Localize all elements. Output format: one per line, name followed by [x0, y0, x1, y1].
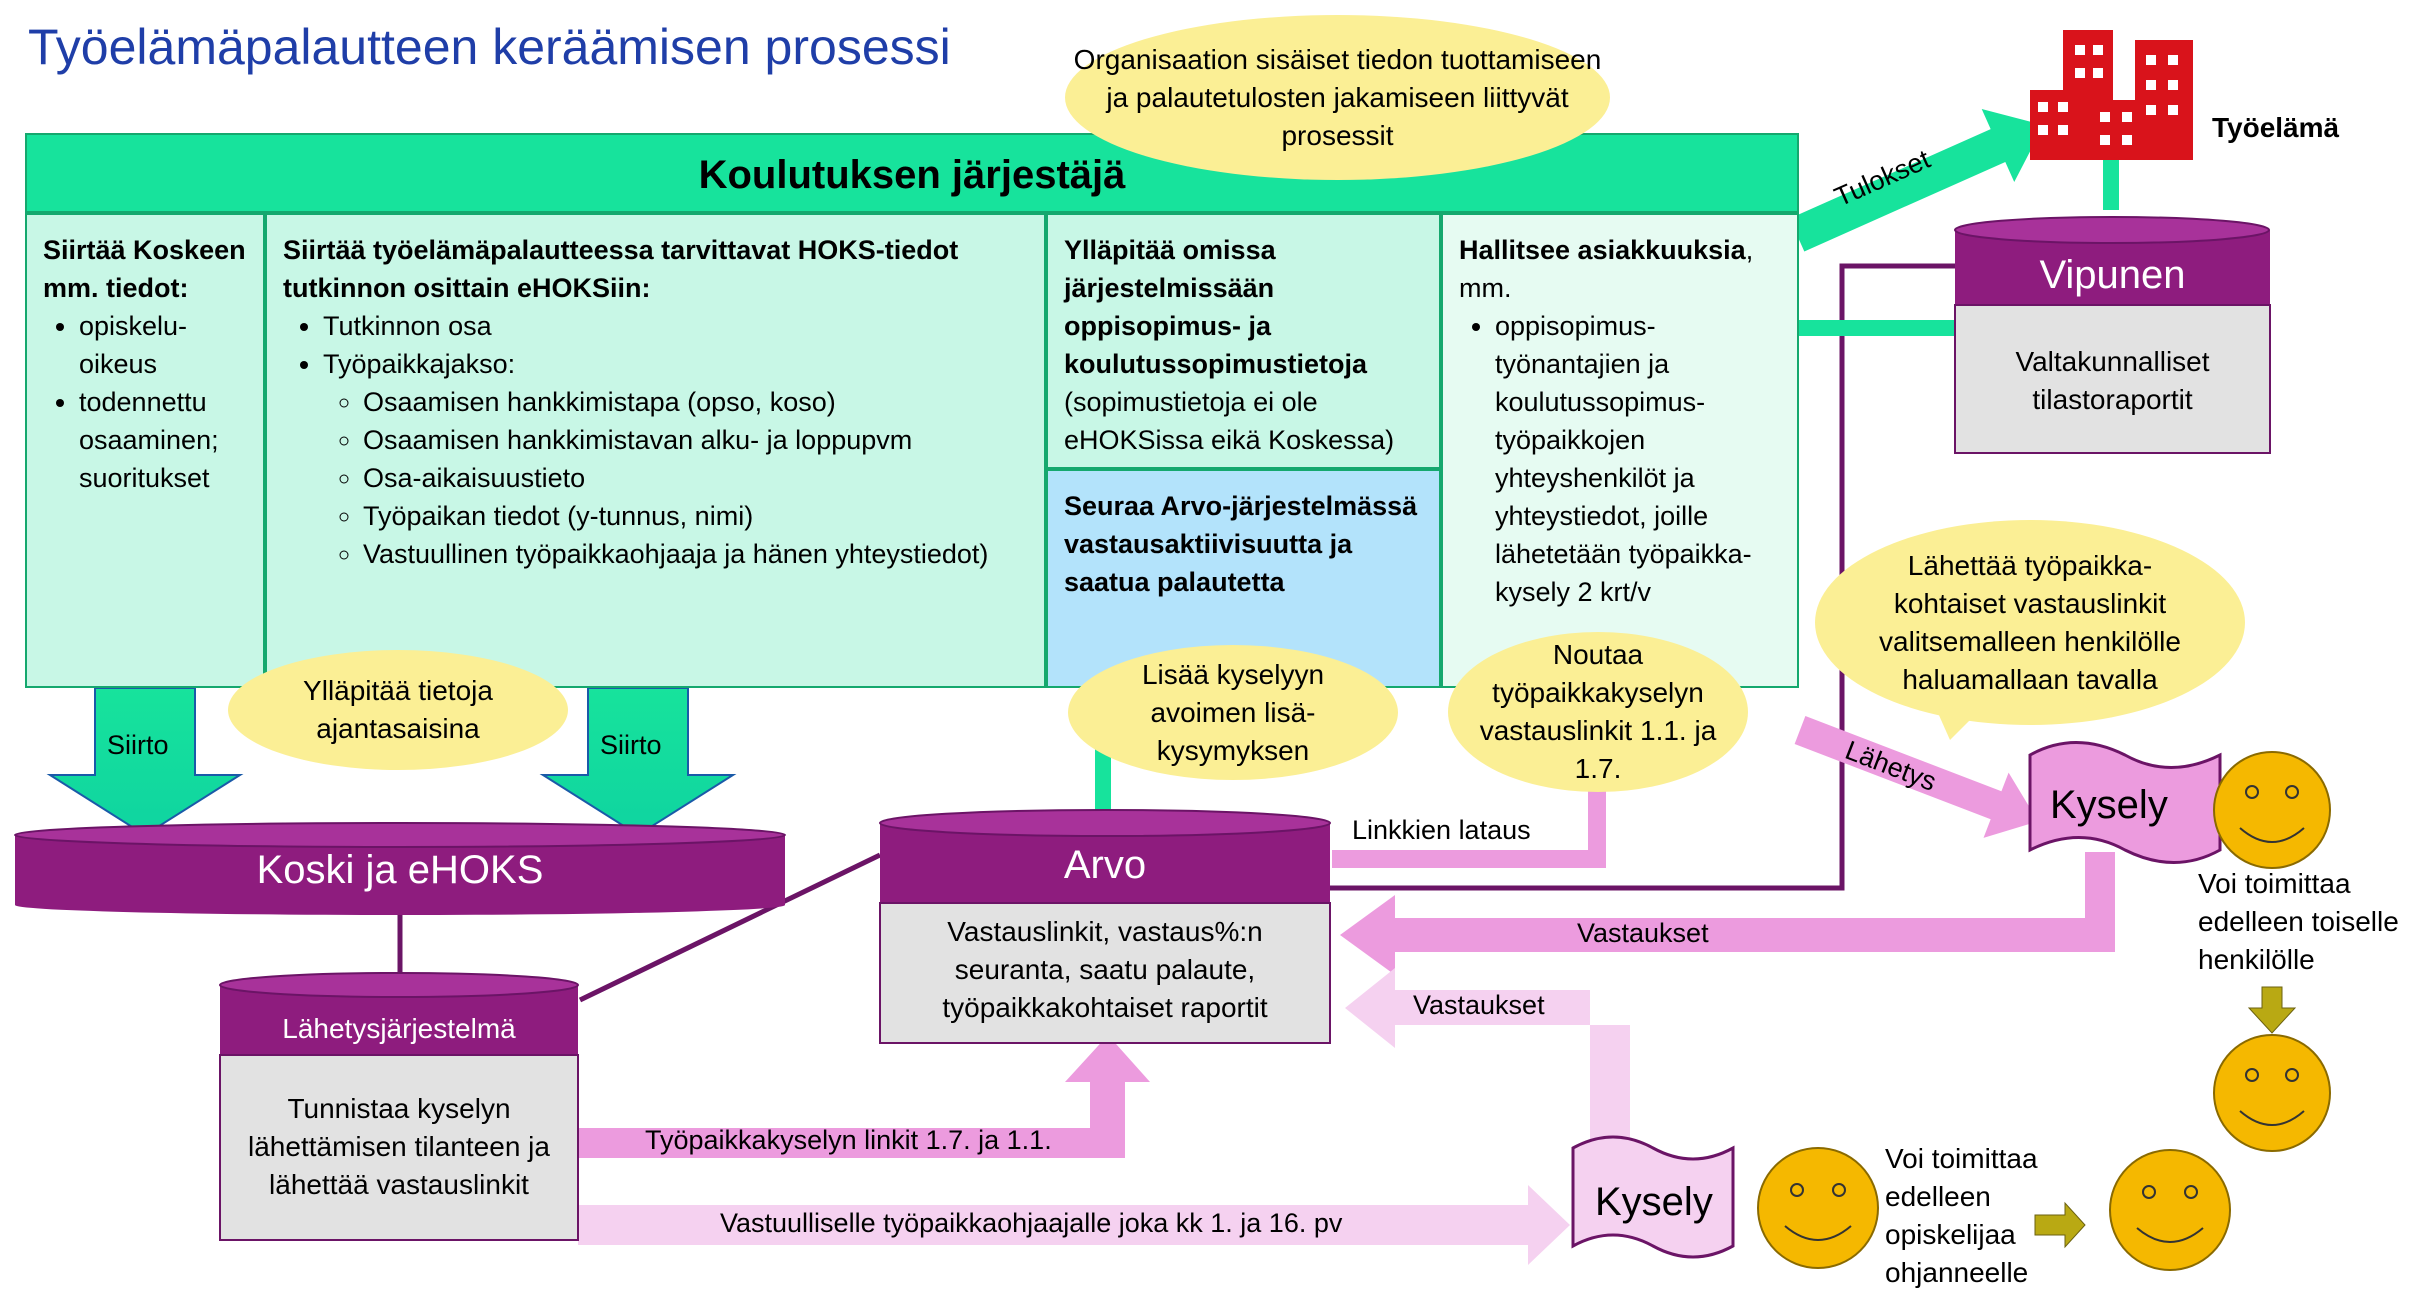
list-item: Työpaikkajakso: Osaamisen hankkimistapa …	[323, 345, 1030, 573]
tyopaikkakyselyn-linkit-label: Työpaikkakyselyn linkit 1.7. ja 1.1.	[645, 1125, 1052, 1155]
linkkien-lataus-arrow	[1332, 773, 1606, 868]
vastaukset-label-2: Vastaukset	[1413, 990, 1545, 1020]
koski-cylinder	[14, 822, 786, 915]
voi-toimittaa-2: Voi toimittaa edelleen opiskelijaa ohjan…	[1885, 1143, 2038, 1288]
col-koski-transfer: Siirtää Koskeen mm. tiedot: opiskelu-oik…	[25, 213, 265, 688]
kysely-flag-2	[1571, 1135, 1735, 1259]
bubble-yllapitaa: Ylläpitää tietoja ajantasaisina	[228, 650, 568, 770]
koski-title: Koski ja eHOKS	[256, 848, 544, 892]
smiley-icon-4	[2109, 1149, 2231, 1271]
vipunen-body: Valtakunnalliset tilastoraportit	[2015, 346, 2210, 415]
linkkien-lataus-label: Linkkien lataus	[1352, 815, 1531, 845]
olive-arrow-down	[2247, 986, 2297, 1034]
bubble-org-processes: Organisaation sisäiset tiedon tuottamise…	[1065, 15, 1610, 180]
col4-head: Hallitsee asiakkuuksia	[1459, 235, 1746, 265]
olive-arrow-right	[2034, 1201, 2086, 1249]
sub-list-item: Työpaikan tiedot (y-tunnus, nimi)	[363, 497, 1030, 535]
siirto-arrow-2	[539, 687, 737, 837]
list-item-label: Työpaikkajakso:	[323, 349, 516, 379]
arvo-green-connector	[1095, 740, 1111, 810]
bubble-lahettaa: Lähettää työpaikka-kohtaiset vastauslink…	[1815, 520, 2245, 725]
col-asiakkuudet: Hallitsee asiakkuuksia, mm. oppisopimus-…	[1441, 213, 1799, 688]
tyoelama-label: Työelämä	[2212, 112, 2340, 143]
col4-list: oppisopimus-työnantajien ja koulutussopi…	[1459, 307, 1783, 611]
col-sopimustiedot: Ylläpitää omissa järjestelmissään oppiso…	[1046, 213, 1441, 469]
list-item: opiskelu-oikeus	[79, 307, 249, 383]
voi-toimittaa-1: Voi toimittaa edelleen toiselle henkilöl…	[2198, 868, 2399, 975]
arvo-cylinder	[879, 809, 1331, 1044]
vipunen-cylinder	[1954, 216, 2271, 454]
lahetys-arrow	[1794, 715, 2039, 838]
sub-list-item: Vastuullinen työpaikkaohjaaja ja hänen y…	[363, 535, 1030, 573]
col4-tail: , mm.	[1459, 235, 1754, 303]
col2-sublist: Osaamisen hankkimistapa (opso, koso) Osa…	[323, 383, 1030, 573]
col1-list: opiskelu-oikeus todennettu osaaminen; su…	[43, 307, 249, 497]
vastaukset-arrow-2	[1345, 968, 1630, 1145]
col2-head: Siirtää työelämäpalautteessa tarvittavat…	[283, 235, 959, 303]
list-item: Tutkinnon osa	[323, 307, 1030, 345]
lahetys-title: Lähetysjärjestelmä	[282, 1013, 516, 1044]
lahetys-body: Tunnistaa kyselyn lähettämisen tilanteen…	[248, 1093, 550, 1200]
col3-text: (sopimustietoja ei ole eHOKSissa eikä Ko…	[1064, 387, 1395, 455]
col1-head: Siirtää Koskeen mm. tiedot:	[43, 235, 246, 303]
col2-list: Tutkinnon osa Työpaikkajakso: Osaamisen …	[283, 307, 1030, 573]
kysely-label-1: Kysely	[2050, 783, 2168, 827]
sub-list-item: Osaamisen hankkimistapa (opso, koso)	[363, 383, 1030, 421]
kysely-flag-1	[2028, 741, 2222, 864]
col3b-head: Seuraa Arvo-järjestelmässä vastausaktiiv…	[1064, 491, 1418, 597]
col4-head-line: Hallitsee asiakkuuksia, mm.	[1459, 231, 1783, 307]
siirto-label-1: Siirto	[107, 730, 169, 760]
tyoelama-green-connector	[2103, 160, 2119, 210]
list-item: todennettu osaaminen; suoritukset	[79, 383, 249, 497]
vastaukset-arrow-1	[1340, 852, 2115, 975]
vipunen-title: Vipunen	[2039, 253, 2186, 297]
vastaukset-label-1: Vastaukset	[1577, 918, 1709, 948]
vastuulliselle-arrow	[578, 1185, 1570, 1265]
sub-list-item: Osaamisen hankkimistavan alku- ja loppup…	[363, 421, 1030, 459]
lahetys-arvo-connector	[578, 852, 882, 1003]
tyopaikkakyselyn-linkit-arrow	[578, 1035, 1150, 1158]
kysely-label-2: Kysely	[1595, 1180, 1713, 1224]
col-ehoks-transfer: Siirtää työelämäpalautteessa tarvittavat…	[265, 213, 1046, 688]
sub-list-item: Osa-aikaisuustieto	[363, 459, 1030, 497]
smiley-icon-3	[1757, 1147, 1879, 1269]
page-title: Työelämäpalautteen keräämisen prosessi	[28, 19, 951, 75]
bubble-lisaa-kysymys: Lisää kyselyyn avoimen lisä-kysymyksen	[1068, 645, 1398, 780]
vastuulliselle-label: Vastuulliselle työpaikkaohjaajalle joka …	[720, 1208, 1343, 1238]
smiley-icon-2	[2213, 1034, 2331, 1152]
tulokset-arrow	[1789, 108, 2044, 252]
arvo-body: Vastauslinkit, vastaus%:n seuranta, saat…	[942, 916, 1268, 1023]
lahetys-cylinder	[219, 972, 579, 1241]
col-arvo-seuranta: Seuraa Arvo-järjestelmässä vastausaktiiv…	[1046, 469, 1441, 688]
list-item: oppisopimus-työnantajien ja koulutussopi…	[1495, 307, 1783, 611]
col3-head: Ylläpitää omissa järjestelmissään oppiso…	[1064, 235, 1368, 379]
smiley-icon-1	[2213, 751, 2331, 869]
vipunen-green-connector	[1797, 320, 1967, 336]
siirto-label-2: Siirto	[600, 730, 662, 760]
buildings-icon	[2030, 30, 2193, 160]
bubble-noutaa: Noutaa työpaikkakyselyn vastauslinkit 1.…	[1448, 632, 1748, 792]
arvo-title: Arvo	[1063, 843, 1147, 887]
siirto-arrow-1	[46, 687, 244, 837]
